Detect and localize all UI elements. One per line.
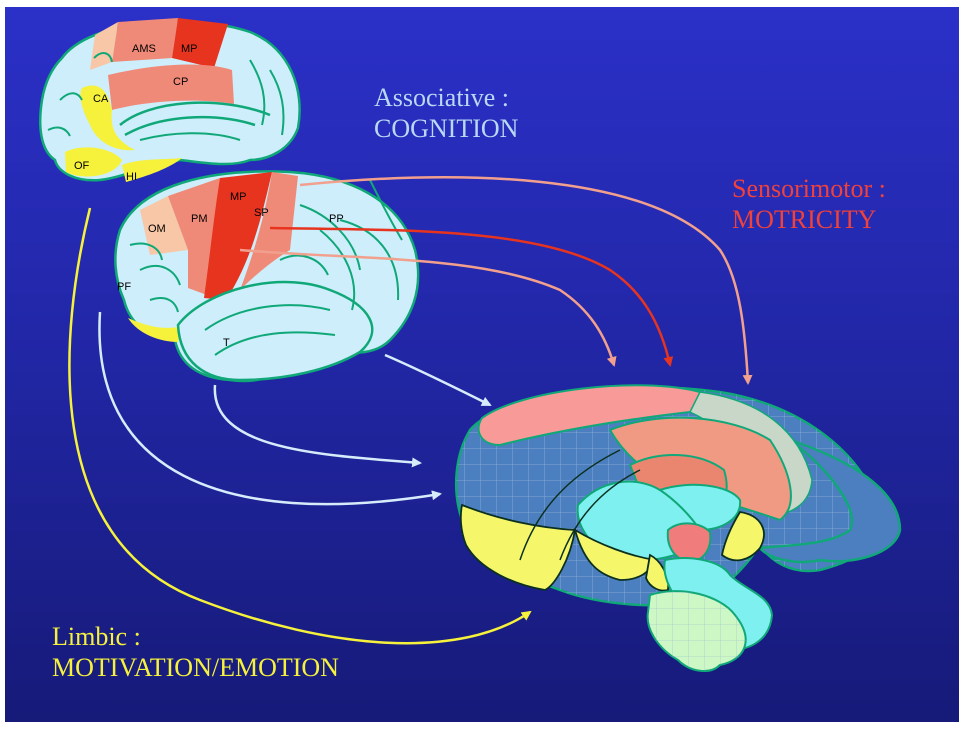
medial-label-ca: CA [93, 93, 109, 105]
lateral-brain: MP PM SP PP OM PF T [115, 171, 418, 381]
associative-subtitle: COGNITION [374, 113, 518, 144]
lateral-label-om: OM [148, 223, 166, 235]
medial-ams-region [112, 18, 178, 62]
medial-label-cp: CP [173, 76, 188, 88]
lateral-label-pf: PF [117, 281, 131, 293]
medial-label-hi: HI [126, 171, 137, 183]
associative-projection-arrow-3 [385, 355, 490, 405]
medial-label-mp: MP [181, 43, 198, 55]
lateral-label-mp: MP [230, 191, 247, 203]
lateral-label-pm: PM [191, 213, 208, 225]
limbic-subtitle: MOTIVATION/EMOTION [52, 652, 339, 683]
limbic-heading: Limbic : MOTIVATION/EMOTION [52, 621, 339, 683]
sensorimotor-subtitle: MOTRICITY [732, 204, 886, 235]
sensorimotor-heading: Sensorimotor : MOTRICITY [732, 173, 886, 235]
lateral-label-sp: SP [254, 207, 269, 219]
striatum-diagram [456, 385, 900, 671]
medial-brain: AMS MP CP CA OF HI [40, 18, 299, 183]
medial-label-of: OF [74, 160, 90, 172]
lateral-label-pp: PP [329, 213, 344, 225]
associative-title: Associative : [374, 82, 518, 113]
associative-projection-arrow-2 [215, 385, 420, 463]
medial-label-ams: AMS [132, 43, 156, 55]
lateral-label-t: T [223, 337, 230, 349]
limbic-title: Limbic : [52, 621, 339, 652]
associative-heading: Associative : COGNITION [374, 82, 518, 144]
sensorimotor-title: Sensorimotor : [732, 173, 886, 204]
